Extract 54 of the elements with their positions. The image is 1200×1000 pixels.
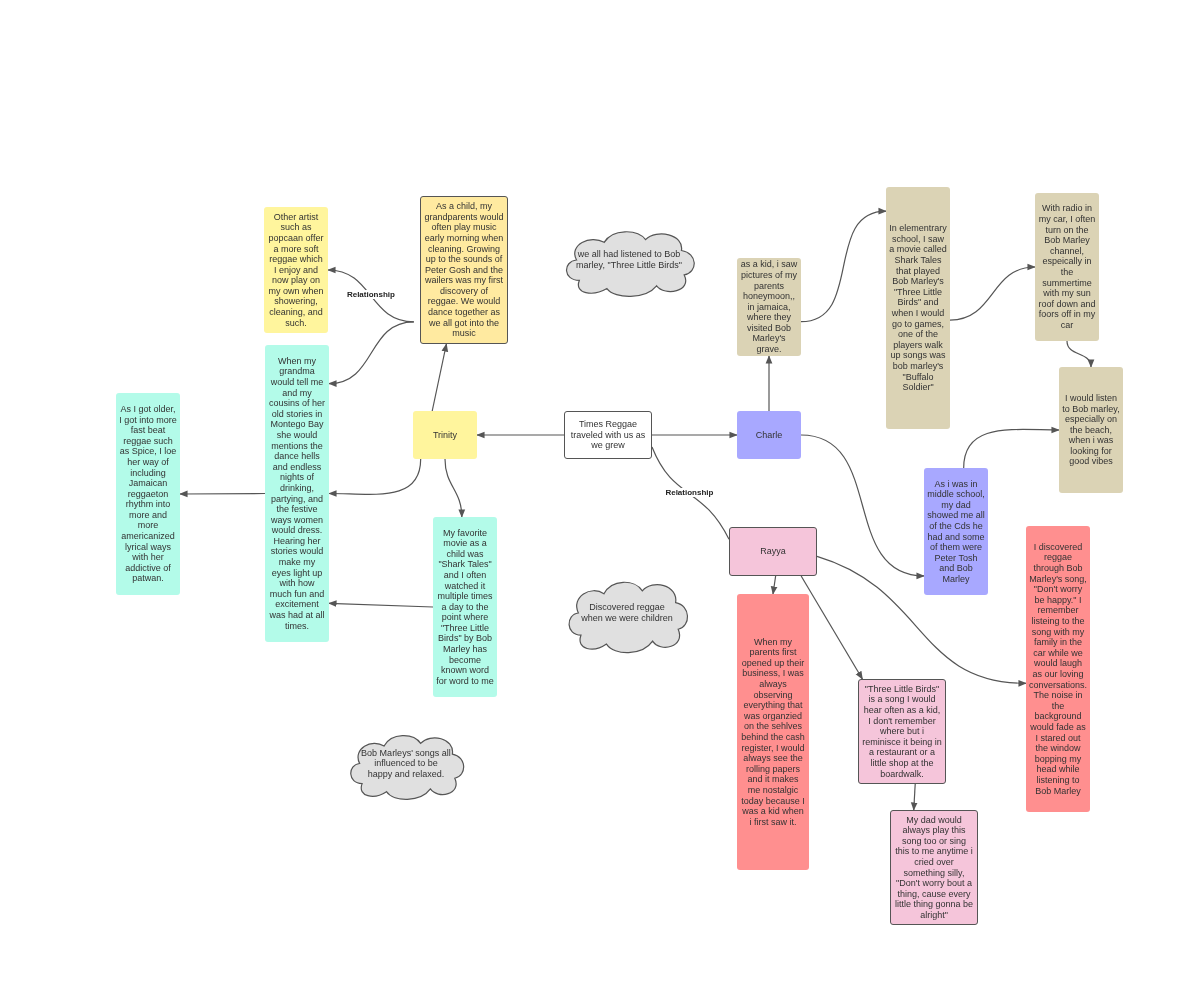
- note-card: [265, 345, 329, 642]
- note-card: [737, 411, 801, 459]
- note-text: Rayya: [760, 546, 786, 557]
- arrow: [431, 343, 449, 412]
- arrow: [444, 458, 465, 518]
- arrow: [328, 321, 415, 387]
- arrow: [770, 575, 778, 595]
- arrow: [765, 355, 773, 412]
- arrow: [651, 431, 738, 439]
- note-text: When my grandma would tell me and my cousins of her old stories in Montego Bay she would mentions the dance hells and endless nights of drinking, partying, and the festive ways women would dress. Hearing her stories would make my eyes light up with how much fun and excitement was had at all times.: [268, 355, 326, 632]
- note-text: as a kid, i saw pictures of my parents honeymoon,, in jamaica, where they visited Bob Marley's grave.: [740, 259, 798, 355]
- arrow: [179, 490, 266, 498]
- note-card: [1059, 367, 1123, 493]
- arrow: [1066, 340, 1094, 368]
- note-text: As i was in middle school, my dad showed me all of the Cds he had and some of them were Peter Tosh and Bob Marley: [927, 478, 985, 585]
- cloud-text: Discovered reggae when we were children: [580, 602, 674, 624]
- note-text: I discovered reggae through Bob Marley's song, "Don't worry be happy." I remember listeing to the song with my family in the car while we would laugh as our loving conversations. The noise in the background would fade as I stared out the window bopping my head while listening to Bob Marley: [1029, 541, 1087, 797]
- note-card: [413, 411, 477, 459]
- note-card: [433, 517, 497, 697]
- note-card: [924, 468, 988, 595]
- note-card: [564, 411, 652, 459]
- note-card: [116, 393, 180, 595]
- note-text: My dad would always play this song too or sing this to me anytime i cried over something silly, "Don't worry bout a thing, cause every little thing gonna be alright": [894, 814, 974, 921]
- arrow: [910, 783, 918, 811]
- note-card: [729, 527, 817, 576]
- arrow: [800, 434, 925, 579]
- note-text: In elementrary school, I saw a movie called Shark Tales that played Bob Marley's "Three Little Birds" and when I would go to games, one of the players walk up songs was bob marley's "Buffalo Soldier": [889, 223, 947, 393]
- note-text: As I got older, I got into more fast beat reggae such as Spice, I loe her way of including Jamaican reggaeton rhythm into more and more americanized lyrical ways with her addictive of patwan.: [119, 403, 177, 585]
- arrow: [800, 575, 863, 680]
- cloud-text: Bob Marleys' songs all influenced to be happy and relaxed.: [361, 747, 451, 780]
- arrow: [963, 426, 1060, 469]
- note-text: Other artist such as popcaan offer a more soft reggae which I enjoy and now play on my own when showering, cleaning, and such.: [267, 211, 325, 329]
- edge-label: Relationship: [664, 487, 715, 497]
- note-card: [1035, 193, 1099, 341]
- arrow: [328, 458, 422, 497]
- arrow: [476, 431, 565, 439]
- note-text: Trinity: [432, 429, 458, 441]
- note-text: Times Reggae traveled with us as we grew: [569, 419, 647, 451]
- arrow: [800, 209, 887, 323]
- note-card: [886, 187, 950, 429]
- note-text: I would listen to Bob marley, especially on the beach, when i was looking for good vibes: [1062, 392, 1120, 468]
- edge-label: Relationship: [345, 289, 396, 299]
- note-text: When my parents first opened up their business, I was always observing everything that was organzied on the sehlves behind the cash register, I would always see the rolling papers and it makes me nostalgic today because I was a kid when i first saw it.: [740, 636, 806, 828]
- note-text: As a child, my grandparents would often play music early morning when cleaning. Growing up to the sounds of Peter Gosh and the wailers was my first discovery of reggae. We would dance together as we all got into the music: [424, 201, 504, 339]
- cloud-text: we all had listened to Bob marley, "Three Little Birds": [576, 249, 682, 271]
- note-text: With radio in my car, I often turn on the Bob Marley channel, espeically in the summertime with my sun roof down and foors off in my car: [1038, 203, 1096, 331]
- note-text: My favorite movie as a child was "Shark Tales" and I often watched it multiple times a day to the point where "Three Little Birds" by Bob Marley has become known word for word to me: [436, 527, 494, 687]
- note-text: "Three Little Birds" is a song I would hear often as a kid, I don't remember where but i reminisce it being in a restaurant or a little shop at the boardwalk.: [862, 683, 942, 780]
- arrow: [949, 264, 1036, 321]
- arrow: [328, 600, 434, 608]
- arrow: [816, 555, 1027, 687]
- note-card: [1026, 526, 1090, 812]
- note-text: Charle: [755, 429, 783, 441]
- note-card: [737, 594, 809, 870]
